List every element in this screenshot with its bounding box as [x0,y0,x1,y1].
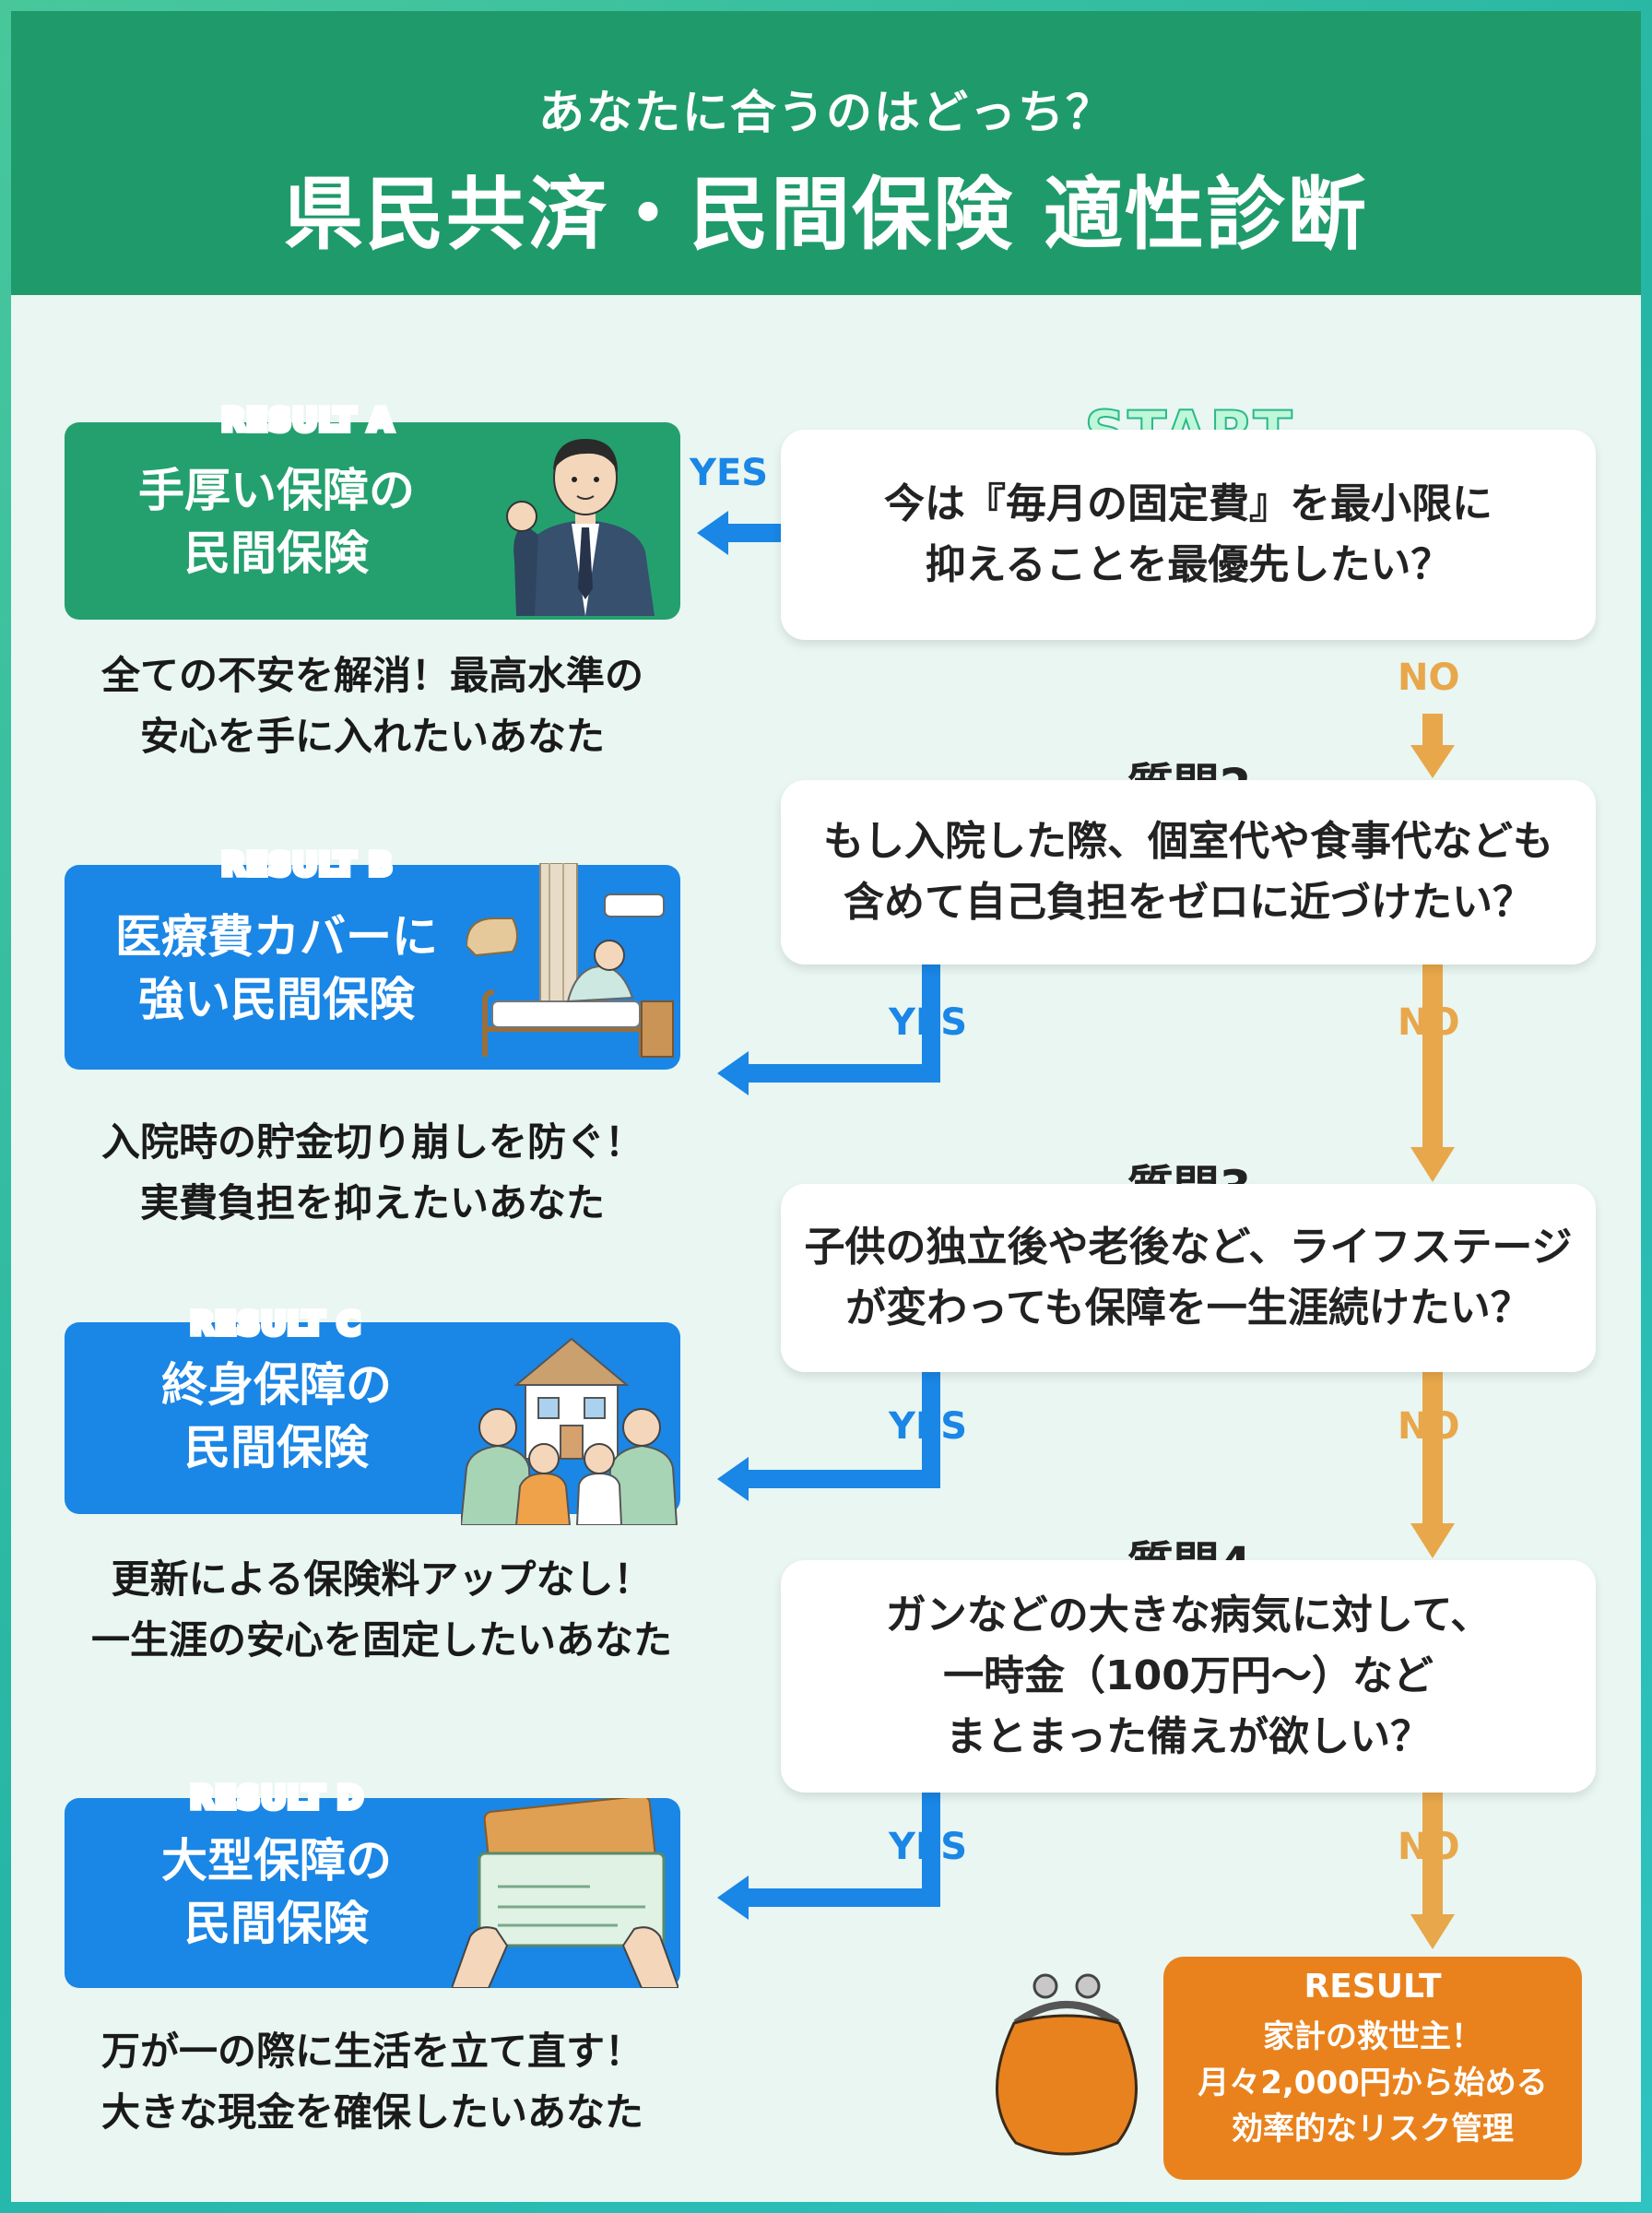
question-3-box: 子供の独立後や老後など、ライフステージ が変わっても保障を一生涯続けたい？ [781,1184,1596,1372]
no-label-4: NO [1398,1826,1460,1868]
coin-purse-icon [996,1973,1138,2156]
yes-arrowhead-start [697,511,728,555]
question-2-box: もし入院した際、個室代や食事代なども 含めて自己負担をゼロに近づけたい？ [781,780,1596,964]
result-b-title: 医療費カバーに 強い民間保険 [115,910,438,1026]
header-banner: あなたに合うのはどっち？ 県民共済・民間保険 適性診断 [11,11,1641,295]
final-result-heading: RESULT [1304,1968,1442,2006]
no-arrowhead-3 [1410,1523,1455,1558]
result-d-title: 大型保障の 民間保険 [161,1834,392,1950]
result-a-title: 手厚い保障の 民間保険 [138,464,415,580]
header-title: 県民共済・民間保険 適性診断 [284,169,1368,261]
final-result-text: 家計の救世主！ 月々2,000円から始める 効率的なリスク管理 [1198,2018,1548,2148]
yes-arrow-q4 [749,1793,940,1907]
yes-arrowhead-q2 [717,1051,749,1095]
result-c-tag: RESULT C [187,1303,363,1345]
question-4-text: ガンなどの大きな病気に対して、 一時金（100万円〜）など まとまった備えが欲し… [885,1592,1492,1760]
no-label-3: NO [1398,1405,1460,1448]
no-arrowhead-4 [1410,1914,1455,1949]
question-3-text: 子供の独立後や老後など、ライフステージ が変わっても保障を一生涯続けたい？ [804,1224,1573,1331]
no-label-1: NO [1398,657,1460,699]
question-2-text: もし入院した際、個室代や食事代なども 含めて自己負担をゼロに近づけたい？ [823,818,1553,926]
result-b-box: 医療費カバーに 強い民間保険 [65,863,680,1070]
yes-arrowhead-q3 [717,1457,749,1501]
yes-label-q3: YES [889,1405,968,1448]
result-b-desc: 入院時の貯金切り崩しを防ぐ！ 実費負担を抑えたいあなた [100,1119,643,1225]
hospital-room-icon [466,863,674,1058]
yes-arrow-q3 [749,1372,940,1488]
result-a-box: 手厚い保障の 民間保険 [65,422,680,620]
result-c-title: 終身保障の 民間保険 [161,1358,392,1474]
yes-arrowhead-q4 [717,1876,749,1920]
result-c-box: 終身保障の 民間保険 [65,1322,680,1525]
businessman-icon [506,439,655,616]
header-subtitle: あなたに合うのはどっち？ [538,86,1114,139]
yes-label-q4: YES [889,1826,968,1868]
result-b-tag: RESULT B [218,844,395,886]
passbook-check-icon [452,1798,678,1988]
result-d-desc: 万が一の際に生活を立て直す！ 大きな現金を確保したいあなた [100,2029,643,2135]
result-d-box: 大型保障の 民間保険 [65,1798,680,1988]
result-a-desc: 全ての不安を解消！最高水準の 安心を手に入れたいあなた [100,653,643,759]
result-c-desc: 更新による保険料アップなし！ 一生涯の安心を固定したいあなた [90,1556,672,1663]
question-start-box: 今は『毎月の固定費』を最小限に 抑えることを最優先したい？ [781,430,1596,640]
result-d-tag: RESULT D [187,1777,366,1819]
infographic-canvas: あなたに合うのはどっち？ 県民共済・民間保険 適性診断 YES [11,11,1641,2202]
flow-connectors [697,511,1455,1949]
family-house-icon [461,1337,678,1525]
no-label-2: NO [1398,1001,1460,1044]
result-a-tag: RESULT A [218,399,395,442]
yes-label-q2: YES [889,1001,968,1044]
no-arrowhead-1 [1410,745,1455,778]
question-start-text: 今は『毎月の固定費』を最小限に 抑えることを最優先したい？ [884,480,1493,588]
question-4-box: ガンなどの大きな病気に対して、 一時金（100万円〜）など まとまった備えが欲し… [781,1560,1596,1793]
final-result-box: RESULT 家計の救世主！ 月々2,000円から始める 効率的なリスク管理 [1163,1957,1582,2180]
yes-arrow-q2 [749,964,940,1083]
no-arrowhead-2 [1410,1147,1455,1182]
yes-label-start: YES [690,452,769,494]
